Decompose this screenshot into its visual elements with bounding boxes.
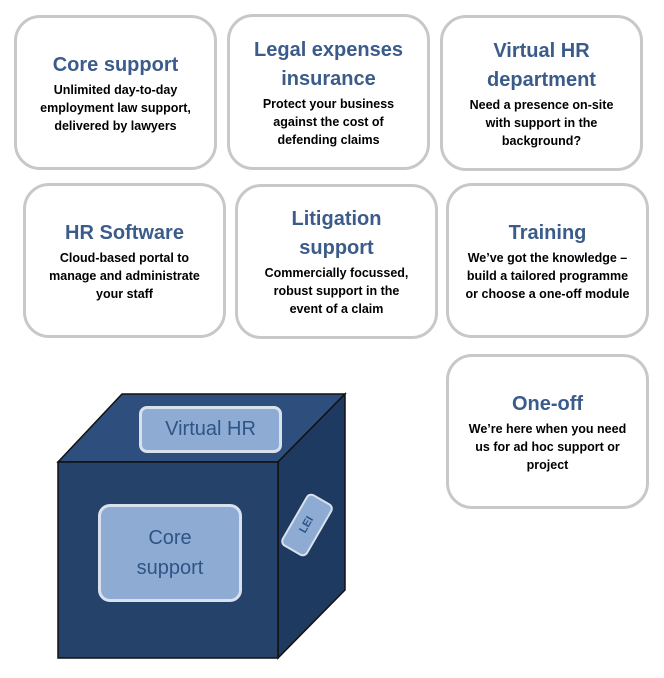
- card-title: One-off: [511, 392, 584, 415]
- card-description: We’ve got the knowledge – build a tailor…: [465, 250, 630, 301]
- card-title: HR Software: [65, 221, 184, 244]
- card-title: Training: [508, 221, 587, 244]
- card-legal-expenses-insurance: Legal expenses insurance Protect your bu…: [227, 14, 430, 170]
- card-description: Need a presence on-site with support in …: [469, 97, 614, 148]
- cube-label-core-support: Core support: [98, 504, 242, 602]
- card-hr-software: HR Software Cloud-based portal to manage…: [23, 183, 226, 338]
- cube-label-lei: LEI: [279, 491, 335, 559]
- card-description: Cloud-based portal to manage and adminis…: [49, 250, 200, 301]
- card-one-off: One-off We’re here when you need us for …: [446, 354, 649, 509]
- card-title: Litigation support: [291, 208, 382, 259]
- card-description: Protect your business against the cost o…: [262, 96, 395, 147]
- card-description: We’re here when you need us for ad hoc s…: [468, 421, 627, 472]
- cube-label-lei-text: LEI: [297, 514, 317, 536]
- card-title: Legal expenses insurance: [254, 38, 403, 90]
- card-description: Unlimited day-to-day employment law supp…: [40, 82, 191, 133]
- card-title: Virtual HR department: [487, 39, 596, 91]
- card-training: Training We’ve got the knowledge – build…: [446, 183, 649, 338]
- card-title: Core support: [52, 53, 179, 76]
- card-description: Commercially focussed, robust support in…: [264, 266, 409, 316]
- card-virtual-hr-department: Virtual HR department Need a presence on…: [440, 15, 643, 171]
- card-core-support: Core support Unlimited day-to-day employ…: [14, 15, 217, 170]
- cube-label-virtual-hr: Virtual HR: [139, 406, 282, 453]
- card-litigation-support: Litigation support Commercially focussed…: [235, 184, 438, 339]
- cube-label-core-support-text: Core support: [136, 527, 204, 579]
